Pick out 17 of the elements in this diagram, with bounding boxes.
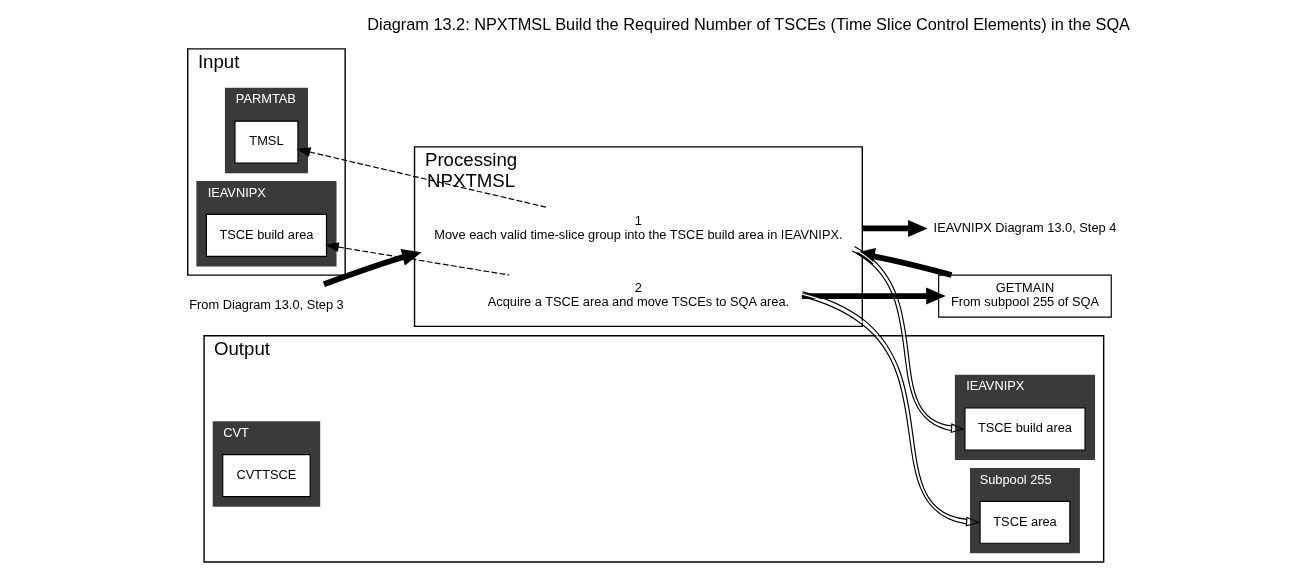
node-text: From Diagram 13.0, Step 3 <box>188 296 344 312</box>
arrow <box>800 291 980 527</box>
node-box: TSCE build area <box>963 407 1086 451</box>
arrow <box>861 219 928 237</box>
arrow <box>295 147 548 208</box>
arrow <box>324 242 510 276</box>
node-box: GETMAIN From subpool 255 of SQA <box>937 274 1112 318</box>
node-box: CVTTSCE <box>221 454 311 498</box>
diagram-title: Diagram 13.2: NPXTMSL Build the Required Number of TSCEs (Time Slice Control Elements) in the SQA <box>366 15 1130 34</box>
node-box: TSCE build area <box>205 213 327 258</box>
node-box: TSCE area <box>979 500 1070 544</box>
arrow <box>801 287 946 305</box>
node-box: TMSL <box>233 120 298 164</box>
node-text: 2 Acquire a TSCE area and move TSCEs to SQA area. <box>487 280 789 310</box>
arrow <box>322 248 422 288</box>
node-text: 1 Move each valid time-slice group into the TSCE build area in IEAVNIPX. <box>433 212 843 242</box>
node-text: IEAVNIPX Diagram 13.0, Step 4 <box>933 219 1116 235</box>
